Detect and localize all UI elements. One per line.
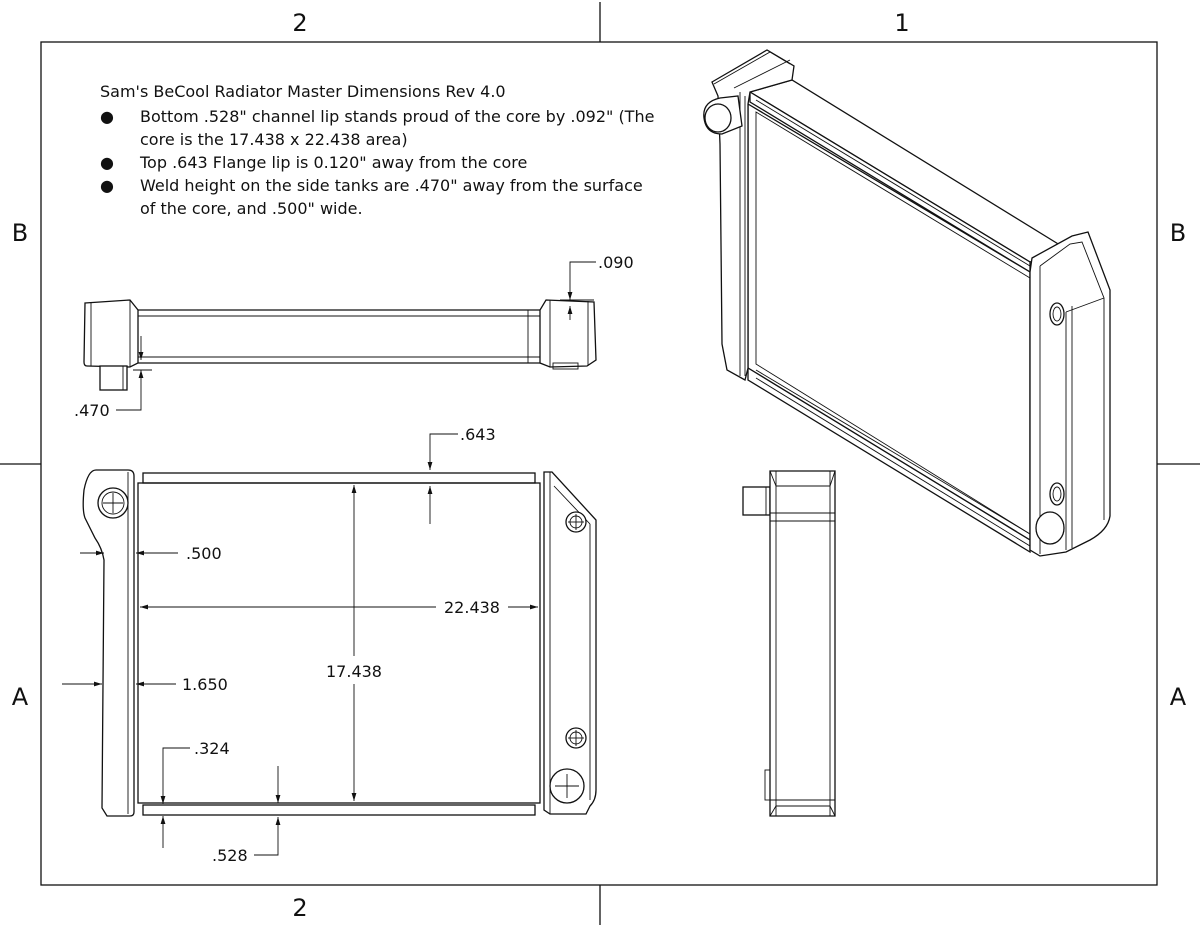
zone-label-top-2: 2 (292, 9, 307, 37)
bullet-icon: ● (100, 176, 114, 195)
front-view (82, 469, 597, 817)
dim-500-label: .500 (186, 544, 222, 563)
dim-324-label: .324 (194, 739, 230, 758)
dim-324 (160, 747, 190, 848)
dim-090-label: .090 (598, 253, 634, 272)
note-text: Weld height on the side tanks are .470" … (140, 176, 643, 218)
zone-label-left-a: A (12, 683, 29, 711)
note-item: ● Bottom .528" channel lip stands proud o… (100, 105, 660, 151)
notes-block: Sam's BeCool Radiator Master Dimensions … (100, 80, 660, 220)
dim-1650-label: 1.650 (182, 675, 228, 694)
dim-090 (560, 261, 596, 320)
note-item: ● Top .643 Flange lip is 0.120" away from… (100, 151, 660, 174)
zone-label-right-b: B (1170, 219, 1186, 247)
dim-643 (427, 433, 458, 524)
dim-22438-label: 22.438 (444, 598, 500, 617)
isometric-view (703, 49, 1111, 557)
dim-470 (116, 336, 152, 411)
dim-528 (254, 766, 281, 856)
note-item: ● Weld height on the side tanks are .470"… (100, 174, 660, 220)
zone-label-top-1: 1 (894, 9, 909, 37)
note-text: Bottom .528" channel lip stands proud of… (140, 107, 655, 149)
notes-list: ● Bottom .528" channel lip stands proud o… (100, 105, 660, 220)
bullet-icon: ● (100, 153, 114, 172)
zone-label-bottom-2: 2 (292, 894, 307, 922)
dim-528-label: .528 (212, 846, 248, 865)
dim-17438-label: 17.438 (326, 662, 382, 681)
note-text: Top .643 Flange lip is 0.120" away from … (140, 153, 528, 172)
dim-470-label: .470 (74, 401, 110, 420)
side-view (742, 470, 836, 817)
zone-label-left-b: B (12, 219, 28, 247)
top-view (83, 299, 597, 391)
zone-label-right-a: A (1170, 683, 1187, 711)
dim-643-label: .643 (460, 425, 496, 444)
notes-title: Sam's BeCool Radiator Master Dimensions … (100, 82, 506, 101)
bullet-icon: ● (100, 107, 114, 126)
